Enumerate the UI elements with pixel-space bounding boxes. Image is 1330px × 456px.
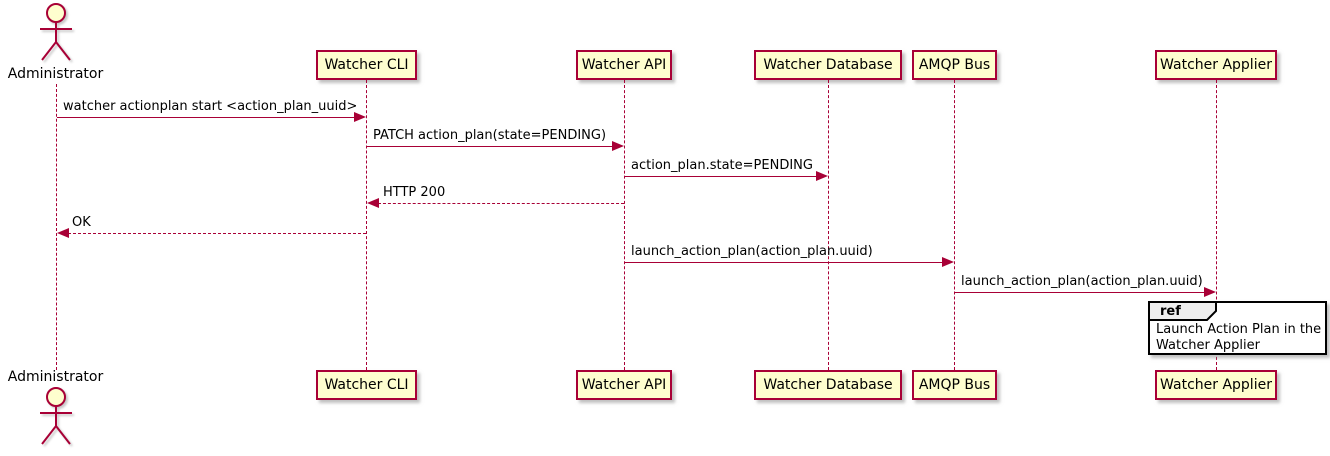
ref-tab-icon (1148, 301, 1217, 321)
ref-keyword: ref (1160, 304, 1181, 319)
arrowhead-icon (612, 141, 624, 151)
participant-watcher-applier-bottom: Watcher Applier (1155, 370, 1277, 400)
arrowhead-icon (354, 112, 366, 122)
message-line (57, 117, 356, 118)
participant-watcher-api-bottom: Watcher API (576, 370, 672, 400)
arrowhead-icon (57, 228, 69, 238)
message-label: watcher actionplan start <action_plan_uu… (63, 99, 358, 114)
arrowhead-icon (1204, 287, 1216, 297)
participant-watcher-applier-top: Watcher Applier (1155, 50, 1277, 80)
participant-watcher-database-bottom: Watcher Database (754, 370, 902, 400)
arrowhead-icon (367, 198, 379, 208)
message-line (625, 176, 818, 177)
message-label: PATCH action_plan(state=PENDING) (373, 128, 607, 143)
lifeline-amqp-bus (954, 80, 955, 370)
participant-watcher-database-top: Watcher Database (754, 50, 902, 80)
participant-watcher-cli-top: Watcher CLI (316, 50, 417, 80)
actor-icon (40, 387, 72, 445)
arrowhead-icon (816, 171, 828, 181)
lifeline-watcher-cli (366, 80, 367, 370)
participant-watcher-api-top: Watcher API (576, 50, 672, 80)
lifeline-watcher-api (624, 80, 625, 370)
arrowhead-icon (942, 257, 954, 267)
message-label: HTTP 200 (383, 185, 446, 200)
ref-text-line1: Launch Action Plan in the (1156, 322, 1322, 337)
ref-text: Launch Action Plan in the Watcher Applie… (1156, 322, 1321, 354)
message-label: launch_action_plan(action_plan.uuid) (631, 244, 873, 259)
lifeline-watcher-database (828, 80, 829, 370)
message-line (625, 262, 944, 263)
actor-icon (40, 3, 72, 61)
lifeline-watcher-applier (1216, 80, 1217, 370)
message-label: action_plan.state=PENDING (631, 158, 813, 173)
message-line (367, 146, 614, 147)
actor-label-bottom: Administrator (7, 369, 104, 385)
participant-amqp-bus-bottom: AMQP Bus (912, 370, 997, 400)
participant-amqp-bus-top: AMQP Bus (912, 50, 997, 80)
message-line (955, 292, 1206, 293)
message-line (378, 203, 624, 204)
actor-label-top: Administrator (7, 66, 104, 82)
ref-text-line2: Watcher Applier (1156, 338, 1260, 353)
message-label: launch_action_plan(action_plan.uuid) (961, 274, 1203, 289)
lifeline-administrator (56, 84, 57, 370)
message-label: OK (72, 215, 91, 230)
participant-watcher-cli-bottom: Watcher CLI (316, 370, 417, 400)
ref-fragment: ref Launch Action Plan in the Watcher Ap… (1148, 301, 1327, 355)
message-line (68, 233, 366, 234)
